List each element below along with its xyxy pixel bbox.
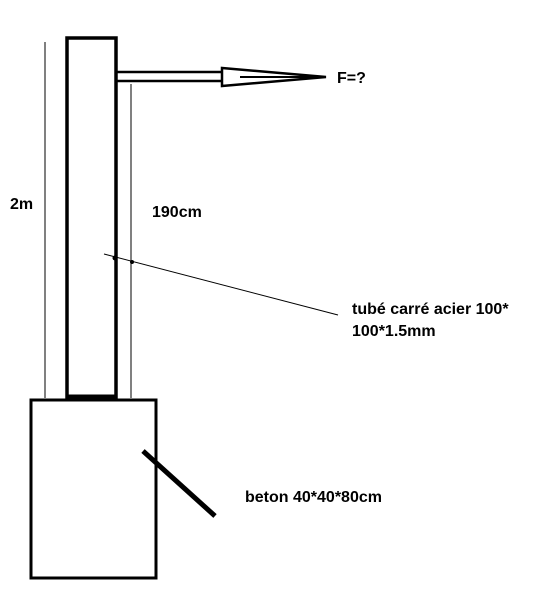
tube-spec-label-line1: tubé carré acier 100*	[352, 301, 509, 318]
tube-leader-line	[103, 253, 339, 316]
force-arrow	[116, 66, 327, 88]
height-tube-label: 190cm	[152, 204, 202, 221]
concrete-leader-line	[141, 449, 217, 518]
leader-dot	[112, 255, 118, 261]
leader-dot	[130, 260, 134, 264]
steel-tube	[65, 36, 118, 399]
force-label: F=?	[337, 70, 366, 87]
tube-spec-label-line2: 100*1.5mm	[352, 323, 436, 340]
height-total-label: 2m	[10, 196, 33, 213]
concrete-block	[29, 398, 158, 580]
concrete-spec-label: beton 40*40*80cm	[245, 489, 382, 506]
